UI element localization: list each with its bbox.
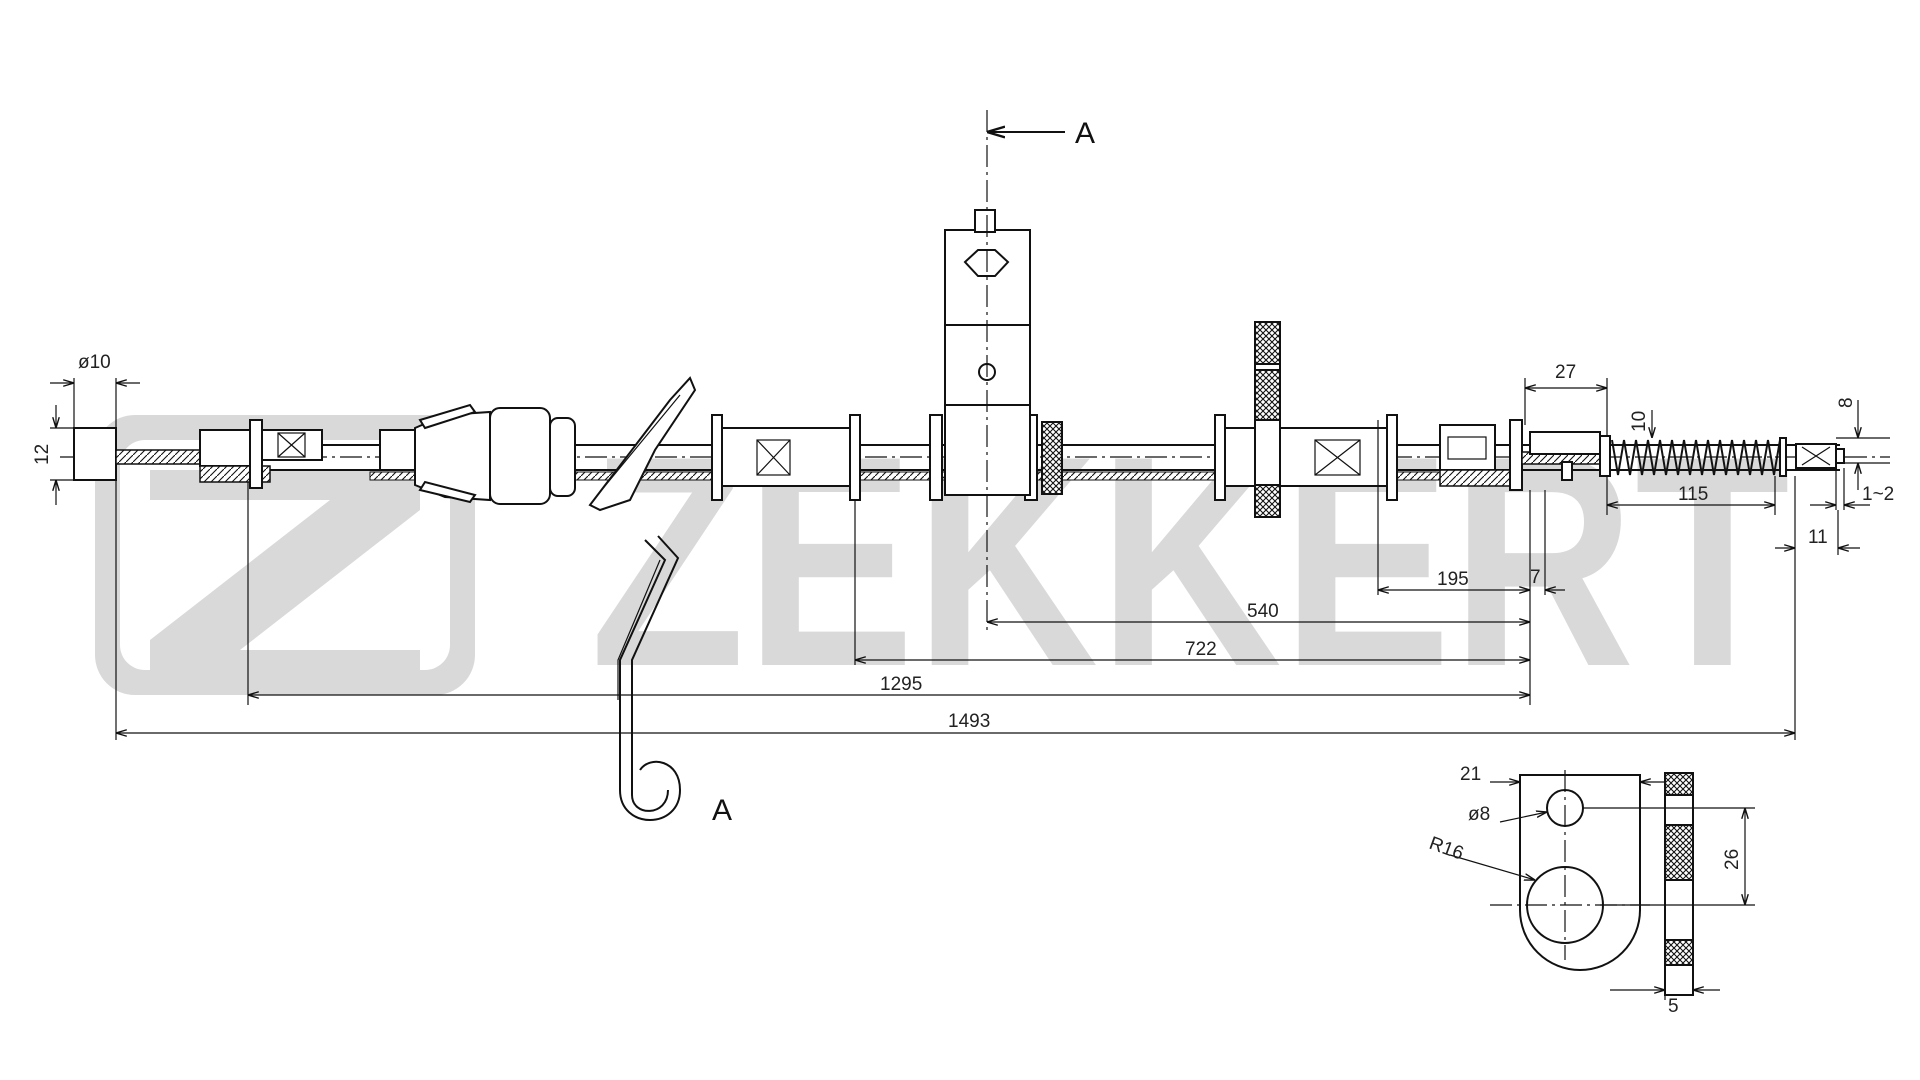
dim-195: 195 <box>1437 569 1469 590</box>
dim-8: 8 <box>1836 397 1857 408</box>
section-label-bottom: A <box>712 794 732 827</box>
dim-26: 26 <box>1722 849 1743 870</box>
hatched-plate <box>1254 321 1281 518</box>
mounting-bracket <box>944 110 1031 630</box>
dim-10: 10 <box>1629 411 1650 432</box>
dim-12: 12 <box>32 444 53 465</box>
section-marker-top: A <box>987 117 1095 150</box>
dim-11: 11 <box>1808 527 1828 548</box>
dim-722: 722 <box>1185 639 1217 660</box>
section-label-top: A <box>1075 117 1095 150</box>
dim-1295: 1295 <box>880 674 922 695</box>
dim-21: 21 <box>1460 764 1481 785</box>
detail-a-clip: A <box>617 535 732 827</box>
dim-dia10: ø10 <box>78 352 111 373</box>
dimension-lines <box>50 378 1890 1000</box>
detail-eye-terminal <box>1490 770 1694 996</box>
cable-sleeves <box>711 414 1398 501</box>
dim-7: 7 <box>1530 567 1541 588</box>
right-end-fitting <box>1439 419 1845 491</box>
left-end-fitting <box>73 419 416 489</box>
dim-1-2: 1~2 <box>1862 484 1894 505</box>
dim-r16: R16 <box>1426 833 1466 865</box>
dim-27: 27 <box>1555 362 1576 383</box>
grommet-clip <box>414 376 697 512</box>
dim-5: 5 <box>1668 996 1679 1017</box>
dim-115: 115 <box>1678 484 1708 505</box>
dim-dia8: ø8 <box>1468 804 1490 825</box>
dim-1493: 1493 <box>948 711 990 732</box>
dimension-labels: ø10 12 27 10 8 115 1~2 11 195 7 540 722 … <box>32 352 1894 1017</box>
dim-540: 540 <box>1247 601 1279 622</box>
